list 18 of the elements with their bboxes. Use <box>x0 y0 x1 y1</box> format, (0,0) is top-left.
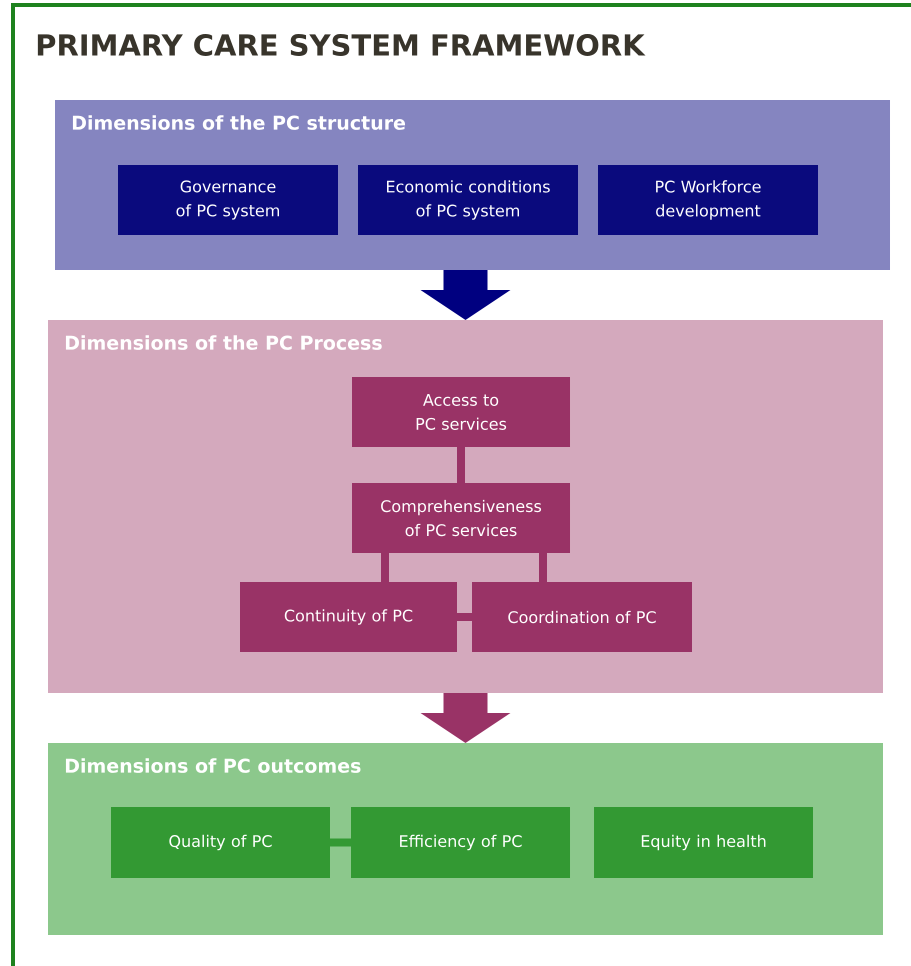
connector-line <box>330 838 351 846</box>
process-box: Efficiency of PC <box>351 807 570 878</box>
process-box: Quality of PC <box>111 807 330 878</box>
process-box: Governance of PC system <box>118 165 338 235</box>
connector-line <box>539 553 547 582</box>
block-arrow <box>420 693 510 743</box>
process-box: Continuity of PC <box>240 582 457 652</box>
process-box: PC Workforce development <box>598 165 818 235</box>
process-box: Equity in health <box>594 807 813 878</box>
process-box: Comprehensiveness of PC services <box>352 483 570 553</box>
connector-line <box>381 553 389 582</box>
block-arrow <box>420 270 510 320</box>
process-box: Economic conditions of PC system <box>358 165 578 235</box>
connector-line <box>457 613 472 621</box>
process-box: Coordination of PC <box>472 582 692 652</box>
process-box: Access to PC services <box>352 377 570 447</box>
connector-line <box>457 447 465 483</box>
title: PRIMARY CARE SYSTEM FRAMEWORK <box>38 34 646 56</box>
